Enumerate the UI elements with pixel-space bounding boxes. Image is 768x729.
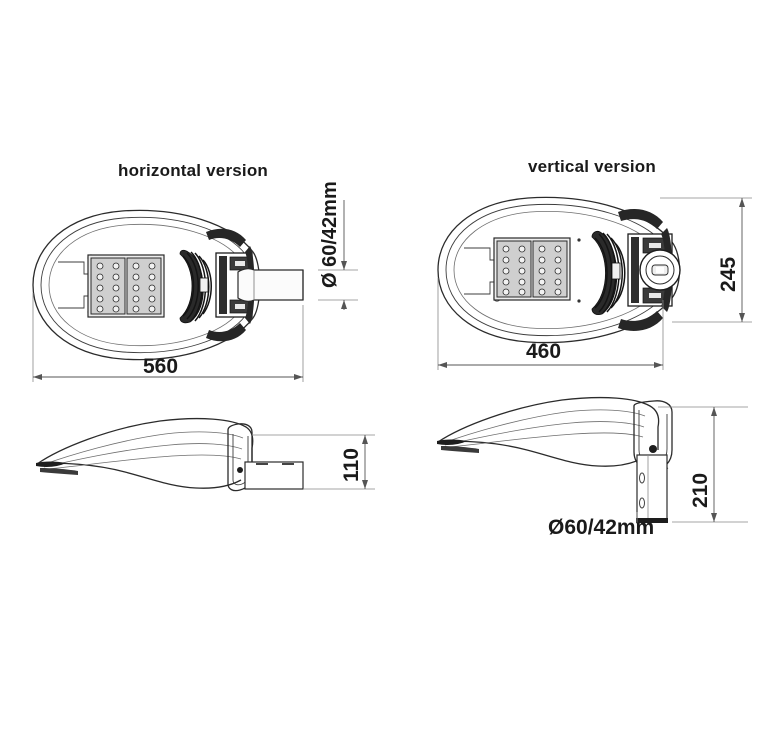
mounting-pole-vertical: [636, 454, 668, 523]
dimension-245: 245: [660, 197, 752, 323]
dimension-210-label: 210: [689, 473, 712, 508]
lens-tip-v: [437, 439, 467, 445]
fin-center-slot-v: [611, 262, 621, 280]
dimension-245-label: 245: [717, 257, 740, 292]
heat-sink-fins: [179, 249, 212, 324]
dimension-110-label: 110: [340, 448, 363, 482]
heat-sink-fins-v: [591, 230, 626, 316]
led-module-1-v: [496, 240, 532, 298]
led-module-2: [126, 257, 162, 315]
dimension-460-label: 460: [526, 340, 561, 363]
dimension-pole-diameter-vertical: Ø60/42mm: [548, 512, 654, 539]
horizontal-top-view: [32, 209, 304, 361]
dimension-pole-diameter-horizontal-label: Ø 60/42mm: [319, 181, 341, 288]
dimension-460: 460: [437, 278, 664, 370]
horizontal-side-view: [36, 417, 304, 492]
hinge-pin: [237, 467, 243, 473]
dimension-210: 210: [658, 406, 748, 523]
mounting-pole-side-horizontal: [244, 461, 304, 490]
title-vertical-version: vertical version: [528, 157, 656, 176]
center-mark-top: [577, 238, 581, 242]
lens-tip: [36, 461, 66, 467]
mounting-pole-vertical-end: [639, 249, 681, 291]
fin-center-slot: [199, 277, 209, 293]
center-mark-bottom: [577, 299, 581, 303]
led-module-2-v: [532, 240, 568, 298]
dimension-pole-diameter-vertical-label: Ø60/42mm: [548, 516, 654, 539]
side-bottom-profile: [36, 462, 242, 489]
dimension-110: 110: [252, 434, 375, 490]
side-bottom-profile-v: [437, 440, 644, 467]
dimension-560-label: 560: [143, 355, 178, 378]
vertical-top-view: [437, 196, 681, 344]
mounting-pole-horizontal: [237, 268, 304, 302]
side-top-profile-v: [437, 396, 660, 450]
dimension-pole-diameter-horizontal: Ø 60/42mm: [318, 181, 358, 310]
led-module-assembly: [87, 254, 165, 318]
vertical-side-view: [437, 396, 673, 523]
led-module-1: [90, 257, 126, 315]
pole-body: [636, 454, 668, 523]
title-horizontal-version: horizontal version: [118, 161, 268, 180]
pole-end-cap: [636, 518, 668, 523]
tilt-hinge-pin: [649, 445, 657, 453]
led-module-assembly-v: [493, 237, 571, 301]
dimension-560: 560: [32, 293, 304, 382]
pole-mount-bracket-v: [618, 209, 673, 331]
